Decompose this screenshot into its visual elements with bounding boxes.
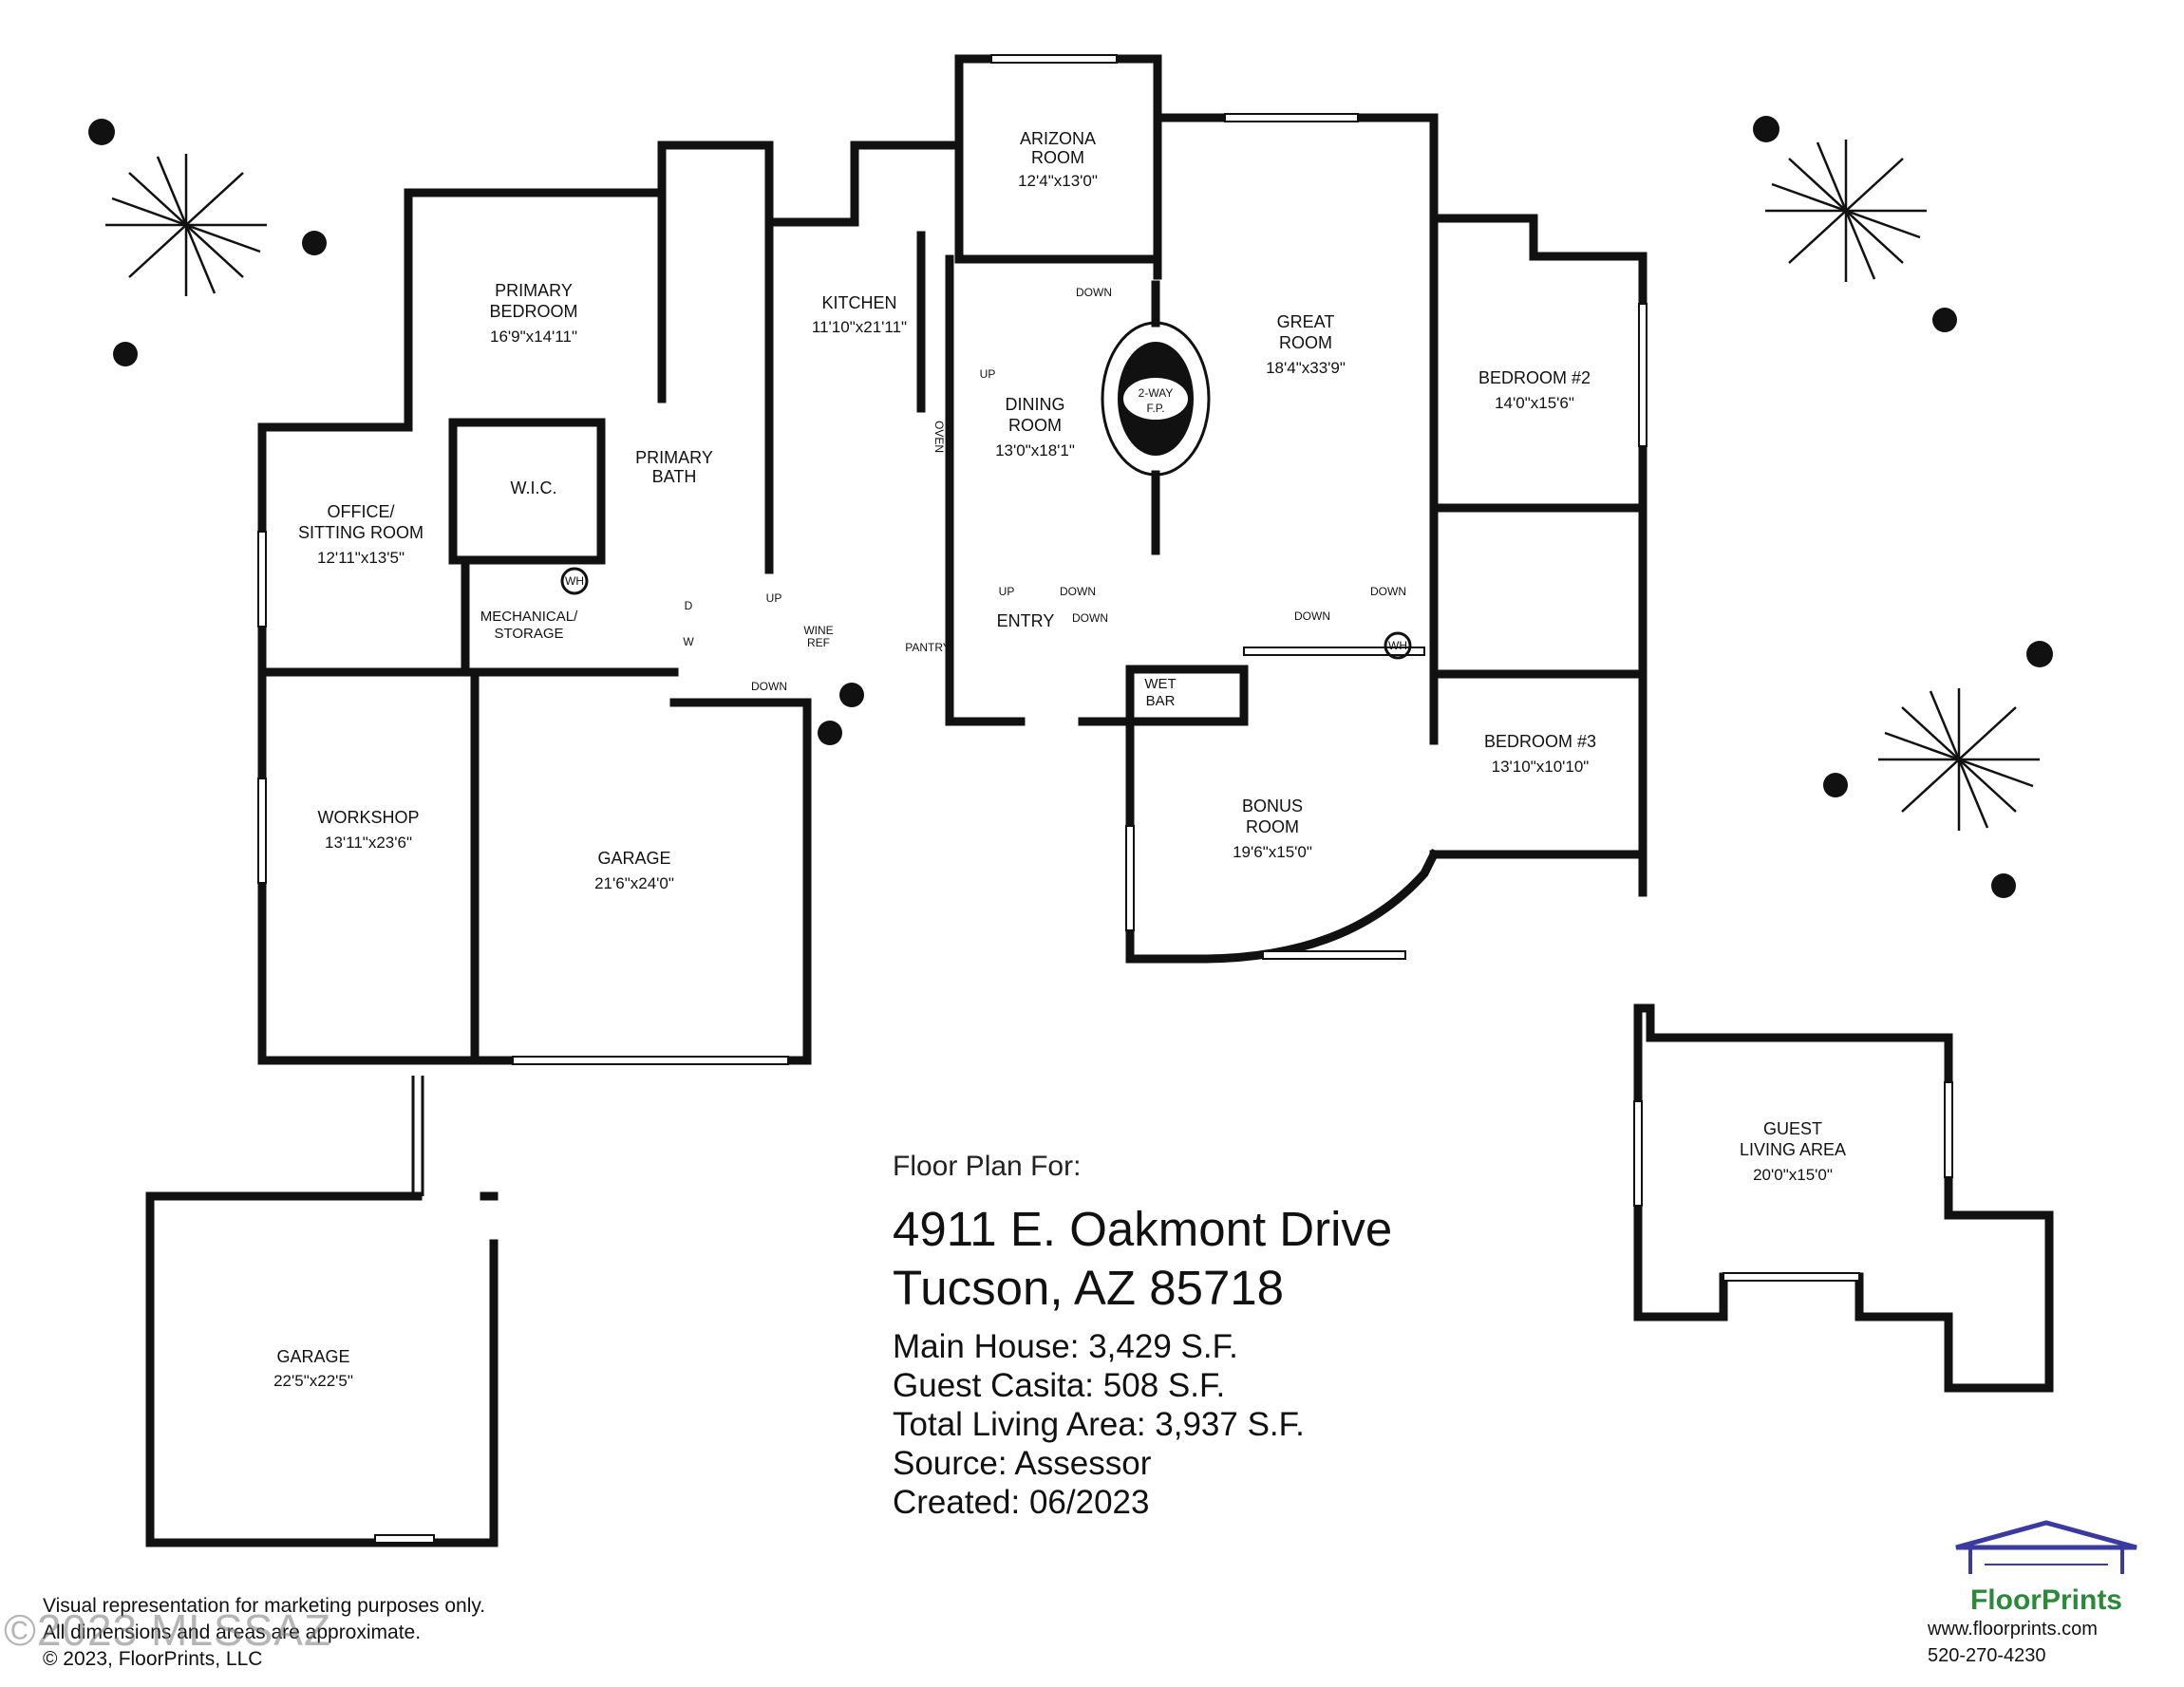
dining-name: DINING	[1006, 395, 1065, 414]
oven-tag: OVEN	[932, 421, 946, 453]
house-logo-icon	[1955, 1520, 2137, 1574]
brand-contact: www.floorprints.com 520-270-4230	[1928, 1616, 2098, 1669]
water-heater-icon	[1384, 631, 1412, 660]
water-heater-tag: WH	[1388, 639, 1407, 652]
up-tag: UP	[980, 367, 996, 381]
guest-name2: LIVING AREA	[1740, 1140, 1846, 1159]
water-heater-icon	[560, 567, 589, 595]
address-line1: 4911 E. Oakmont Drive	[893, 1202, 1393, 1256]
office-dim: 12'11"x13'5"	[317, 549, 405, 567]
guest-name: GUEST	[1763, 1119, 1822, 1138]
brand-logo: FloorPrints	[1928, 1519, 2165, 1617]
down-tag: DOWN	[1294, 609, 1330, 623]
entry-name: ENTRY	[997, 611, 1055, 630]
arizona-room-dim: 12'4"x13'0"	[1018, 172, 1098, 190]
tree-large-left	[105, 154, 267, 296]
guest-dim: 20'0"x15'0"	[1753, 1166, 1833, 1184]
dryer-tag: D	[685, 599, 693, 612]
great-room-name: GREAT	[1277, 312, 1335, 331]
fireplace-label2: F.P.	[1146, 402, 1164, 415]
window-markers	[257, 54, 1647, 1065]
primary-bedroom-name: PRIMARY	[495, 281, 573, 300]
tree-large-right-bottom	[1878, 688, 2040, 831]
great-room-name2: ROOM	[1279, 333, 1332, 352]
down-tag: DOWN	[1060, 585, 1096, 598]
wet-bar-name: WET	[1144, 676, 1176, 692]
office-name2: SITTING ROOM	[298, 523, 424, 542]
tree-large-right-top	[1765, 140, 1927, 282]
guest-casita-walls	[1633, 1003, 2054, 1393]
kitchen-dim: 11'10"x21'11"	[812, 318, 907, 336]
guest-casita-area: Guest Casita: 508 S.F.	[893, 1367, 1226, 1404]
total-living-area: Total Living Area: 3,937 S.F.	[893, 1406, 1305, 1443]
shrub-icons	[88, 116, 2053, 898]
dining-name2: ROOM	[1008, 416, 1062, 435]
bonus-dim: 19'6"x15'0"	[1233, 843, 1312, 861]
fireplace	[1101, 280, 1211, 555]
brand-phone: 520-270-4230	[1928, 1645, 2046, 1666]
arizona-room-name: ARIZONA	[1020, 129, 1096, 148]
down-tag: DOWN	[1072, 611, 1108, 625]
dining-dim: 13'0"x18'1"	[995, 441, 1075, 459]
workshop-dim: 13'11"x23'6"	[325, 834, 412, 852]
main-house-area: Main House: 3,429 S.F.	[893, 1328, 1238, 1365]
brand-website[interactable]: www.floorprints.com	[1928, 1619, 2098, 1640]
kitchen-name: KITCHEN	[821, 293, 896, 312]
bonus-name2: ROOM	[1246, 817, 1299, 836]
disclaimer-line2: All dimensions and areas are approximate…	[43, 1621, 422, 1643]
brand-name: FloorPrints	[1969, 1584, 2122, 1616]
primary-bath-name: PRIMARY	[635, 448, 713, 467]
address-line2: Tucson, AZ 85718	[893, 1261, 1285, 1315]
wet-bar-name2: BAR	[1146, 693, 1176, 709]
down-tag: DOWN	[1370, 585, 1406, 598]
primary-bath-name2: BATH	[652, 467, 697, 486]
great-room-dim: 18'4"x33'9"	[1266, 359, 1346, 377]
primary-bedroom-name2: BEDROOM	[489, 302, 577, 321]
primary-bedroom-dim: 16'9"x14'11"	[490, 328, 577, 346]
pantry-name: PANTRY	[905, 641, 951, 654]
main-house-walls	[257, 54, 1647, 1065]
created-line: Created: 06/2023	[893, 1484, 1150, 1521]
wic-name: W.I.C.	[511, 478, 557, 497]
garage2-dim: 22'5"x22'5"	[273, 1372, 353, 1390]
fireplace-label: 2-WAY	[1139, 386, 1174, 400]
garage2-name: GARAGE	[276, 1347, 349, 1366]
bedroom2-name: BEDROOM #2	[1478, 368, 1591, 387]
source-line: Source: Assessor	[893, 1445, 1152, 1482]
garage-name: GARAGE	[597, 849, 670, 868]
title-heading: Floor Plan For:	[893, 1151, 1082, 1182]
up-tag: UP	[999, 585, 1015, 598]
bedroom3-dim: 13'10"x10'10"	[1492, 758, 1590, 776]
disclaimer: Visual representation for marketing purp…	[43, 1593, 485, 1673]
down-tag: DOWN	[1076, 286, 1112, 299]
title-block: Floor Plan For: 4911 E. Oakmont Drive Tu…	[893, 1151, 1392, 1522]
bedroom2-dim: 14'0"x15'6"	[1495, 394, 1574, 412]
plan-tags: DOWN UP UP DOWN DOWN DOWN DOWN DOWN UP W…	[565, 286, 1407, 693]
up-tag: UP	[766, 591, 782, 605]
disclaimer-line1: Visual representation for marketing purp…	[43, 1595, 486, 1617]
washer-tag: W	[683, 635, 694, 648]
bedroom3-name: BEDROOM #3	[1484, 732, 1596, 751]
arizona-room-name2: ROOM	[1031, 148, 1084, 167]
garage-dim: 21'6"x24'0"	[594, 874, 674, 892]
room-labels: ARIZONA ROOM 12'4"x13'0" PRIMARY BEDROOM…	[273, 129, 1846, 1390]
wine-name2: REF	[807, 636, 830, 649]
mechanical-name2: STORAGE	[494, 626, 563, 642]
workshop-name: WORKSHOP	[317, 808, 419, 827]
down-tag: DOWN	[751, 680, 787, 693]
mechanical-name: MECHANICAL/	[480, 609, 578, 625]
watermark: ©2023 MLSSAZ	[4, 1605, 332, 1655]
detached-garage-walls	[145, 1076, 499, 1547]
disclaimer-line3: © 2023, FloorPrints, LLC	[43, 1648, 263, 1670]
wine-name: WINE	[803, 624, 833, 637]
water-heater-tag: WH	[565, 574, 584, 588]
office-name: OFFICE/	[328, 502, 395, 521]
bonus-name: BONUS	[1242, 797, 1303, 815]
